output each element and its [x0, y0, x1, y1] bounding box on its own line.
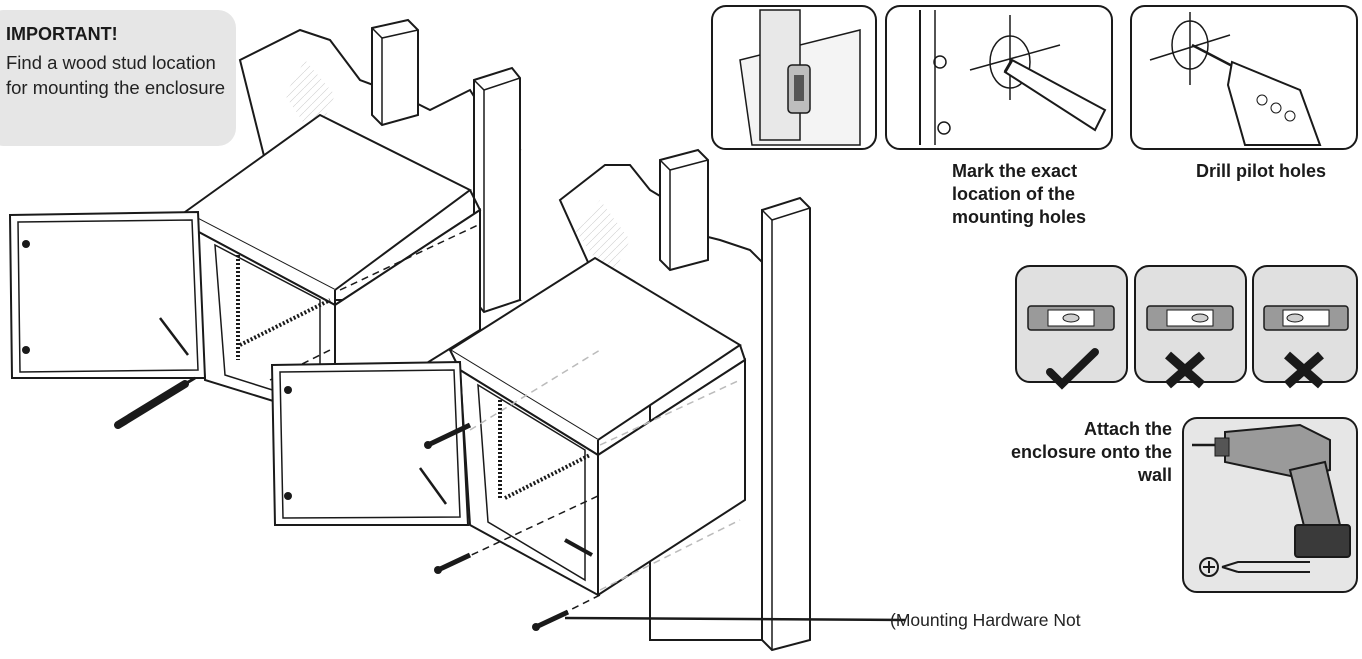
enclosure-right	[270, 256, 906, 631]
mounting-hardware-callout: (Mounting Hardware Not	[890, 610, 1081, 630]
wood-stud-left	[371, 18, 419, 127]
phillips-icon	[1199, 557, 1219, 577]
mark-holes-panel	[885, 5, 1113, 150]
level-panel-bad-1	[1134, 265, 1247, 389]
power-drill-panel	[1182, 417, 1358, 593]
drill-holes-caption: Drill pilot holes	[1196, 161, 1327, 181]
cross-icon	[1284, 351, 1324, 389]
cross-icon	[1165, 351, 1205, 389]
important-heading: IMPORTANT!	[6, 24, 118, 44]
important-note	[0, 10, 236, 146]
level-panel-bad-2	[1252, 265, 1358, 389]
important-text: Find a wood stud location for mounting t…	[6, 52, 226, 98]
wood-stud-right	[473, 66, 521, 314]
wood-stud-far	[761, 196, 811, 652]
wood-stud-center	[659, 148, 709, 272]
enclosure-left	[8, 113, 482, 429]
drill-holes-panel	[1130, 5, 1358, 150]
level-panel-ok	[1015, 265, 1128, 390]
check-icon	[1046, 348, 1099, 390]
mark-holes-caption: Mark the exact location of the mounting …	[952, 161, 1086, 227]
stud-finder-panel	[711, 5, 877, 150]
attach-enclosure-caption: Attach the enclosure onto the wall	[1010, 419, 1172, 485]
